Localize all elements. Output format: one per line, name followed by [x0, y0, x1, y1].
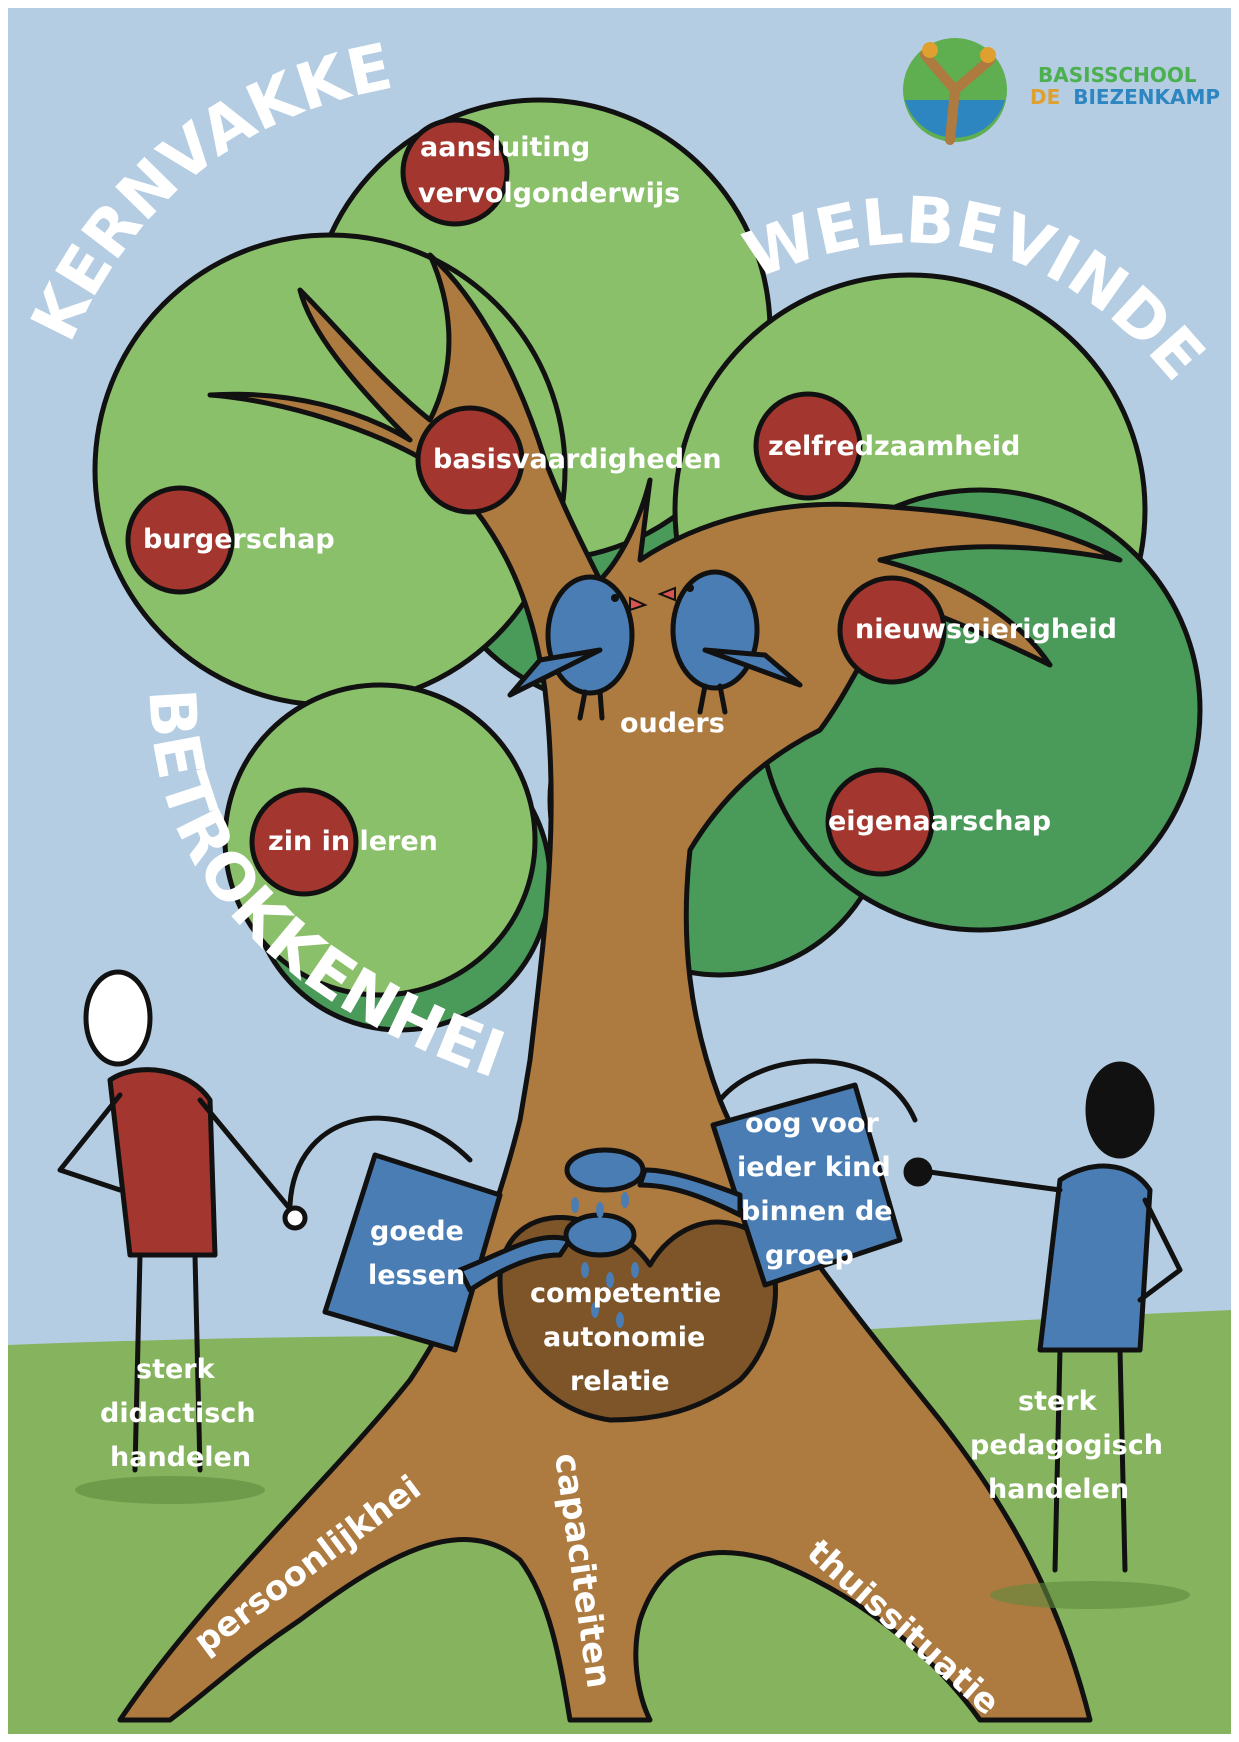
label-zin-in-leren: zin in leren	[268, 826, 438, 857]
apples	[125, 117, 947, 897]
left-can-line1: goede	[370, 1216, 464, 1247]
right-can-line3: binnen de	[741, 1196, 893, 1227]
heart-line2: autonomie	[543, 1322, 705, 1353]
label-aansluiting: aansluiting	[420, 132, 590, 163]
right-can-line4: groep	[765, 1240, 854, 1271]
left-watering-can	[282, 1115, 637, 1353]
right-watering-can	[564, 1058, 933, 1288]
school-logo: BASISSCHOOL DE BIEZENKAMP	[903, 38, 1220, 145]
left-can-line2: lessen	[368, 1260, 465, 1291]
apple-nieuwsgierigheid	[837, 575, 947, 685]
apple-burgerschap	[125, 485, 235, 595]
heart-hollow	[497, 1215, 778, 1423]
right-person-line3: handelen	[988, 1474, 1129, 1505]
label-zelfredzaamheid: zelfredzaamheid	[768, 431, 1020, 462]
heart-line3: relatie	[570, 1366, 670, 1397]
label-basisvaardigheden: basisvaardigheden	[433, 444, 722, 475]
apple-basisvaardigheden	[415, 405, 525, 515]
logo-line2: DE BIEZENKAMP	[1030, 85, 1220, 109]
left-person-line1: sterk	[136, 1354, 216, 1385]
label-nieuwsgierigheid: nieuwsgierigheid	[855, 614, 1117, 645]
apple-zin-in-leren	[249, 787, 359, 897]
bird-right-icon	[657, 569, 803, 715]
label-ouders: ouders	[620, 708, 725, 739]
left-person-line2: didactisch	[100, 1398, 256, 1429]
left-person-line3: handelen	[110, 1442, 251, 1473]
right-can-line1: oog voor	[745, 1108, 880, 1139]
bird-left-icon	[507, 574, 648, 721]
left-teacher-figure	[57, 969, 298, 1504]
water-drops	[571, 1192, 639, 1328]
logo-line1: BASISSCHOOL	[1038, 63, 1197, 87]
apple-zelfredzaamheid	[753, 391, 863, 501]
label-vervolgonderwijs: vervolgonderwijs	[418, 178, 680, 209]
heart-line1: competentie	[530, 1278, 721, 1309]
apple-aansluiting	[400, 117, 510, 227]
label-burgerschap: burgerschap	[143, 524, 335, 555]
right-person-line2: pedagogisch	[970, 1430, 1163, 1461]
right-teacher-figure	[912, 1061, 1190, 1609]
right-person-line1: sterk	[1018, 1386, 1098, 1417]
apple-eigenaarschap	[825, 767, 935, 877]
right-can-line2: ieder kind	[737, 1152, 891, 1183]
label-eigenaarschap: eigenaarschap	[828, 806, 1051, 837]
